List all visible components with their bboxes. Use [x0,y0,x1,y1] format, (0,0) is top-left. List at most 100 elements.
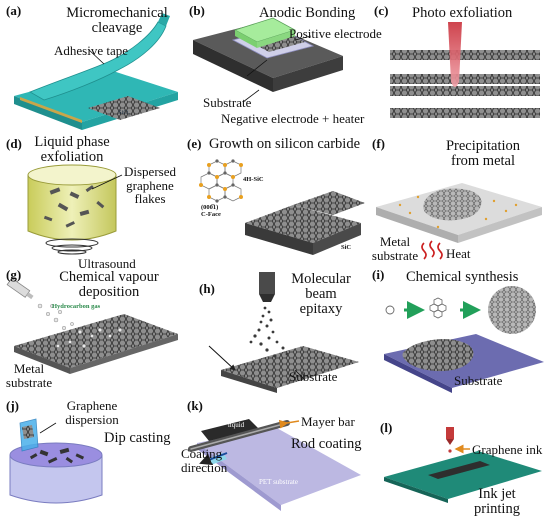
title-line: Ink jet [478,486,516,502]
precipitated-graphene [423,188,482,221]
pet-substrate [197,427,361,505]
label-line: Coating [181,446,223,461]
coating-direction-arrow [199,452,228,466]
label-line: Metal [13,361,45,376]
dispersed-flakes [43,185,105,228]
heat-waves [421,240,443,260]
label-graphene-dispersion: Graphene dispersion [56,399,128,426]
label-positive-electrode: Positive electrode [289,26,382,41]
label-line: Dispersed [124,164,176,179]
label-line: Graphene [66,398,118,413]
panel-title: Ink jet printing [462,486,532,518]
label-metal-substrate: Metal substrate [2,362,56,389]
label-line: liquid [227,421,245,430]
panel-a-micromechanical-cleavage: (a) Micromechanical cleavage Adhesive ta… [0,0,183,131]
title-line: epitaxy [299,301,343,318]
ultrasound-waves [45,238,99,255]
label-line: (000̅1) [201,204,219,211]
panel-h-mbe: (h) Molecular beam epitaxy Substrate [183,262,366,393]
dish-wall [9,455,103,504]
label-coated-liquid: Coated liquid [221,414,251,430]
si-atoms [199,163,243,199]
panel-letter: (g) [6,267,22,282]
dish-liquid [9,442,103,468]
label-substrate: Substrate [289,369,338,384]
label-mayer-bar: Mayer bar [301,414,355,429]
panel-d-liquid-phase-exfoliation: (d) Liquid phase exfoliation Dispersed g… [0,131,183,270]
panel-j-dip-casting: (j) Graphene dispersion Dip casting [0,393,183,524]
label-substrate: Substrate [203,95,252,110]
label-line: C-Face [201,210,221,218]
teal-substrate-top [14,70,178,122]
graphene-layer-bottom [390,108,540,118]
precipitation-illustration [376,183,542,260]
c-atoms [207,159,235,203]
label-hydrocarbon-gas: Hydrocarbon gas [52,303,101,310]
title-line: Molecular [291,271,351,287]
panel-title: Rod coating [291,436,362,452]
panel-l-ink-jet-printing: (l) Graphene ink Ink jet printing [366,393,549,524]
label-coating-direction: Coating direction [181,447,227,474]
title-line: from metal [450,153,516,170]
title-line: printing [474,501,520,518]
label-line: direction [181,459,228,475]
title-line: exfoliation [40,149,104,166]
sic-crystal-lattice [200,160,242,202]
label-sic: SiC [341,244,352,251]
label-ultrasound: Ultrasound [78,256,136,271]
label-line: Metal [379,234,411,249]
cvd-illustration [6,277,178,374]
photo-exfoliation-illustration [390,22,540,118]
panel-b-anodic-bonding: (b) Anodic Bonding Positive electrode Su… [183,0,382,131]
panel-letter: (c) [374,3,389,18]
label-pet-substrate: PET substrate [259,478,298,486]
graphene-layer-top [390,50,540,60]
label-line: flakes [134,191,166,207]
panel-letter: (j) [6,398,19,413]
rod-coating-illustration [188,419,361,511]
title-line: cleavage [91,20,143,37]
title-line: Chemical vapour [59,269,159,285]
small-aromatic-molecule [429,297,447,319]
panel-title: Precipitation from metal [428,138,538,170]
beaker-top [27,164,117,186]
teal-substrate-side [14,96,82,130]
panel-f-precipitation-from-metal: (f) Precipitation from metal Metal subst… [366,131,549,262]
panel-letter: (k) [187,398,203,413]
label-line: substrate [371,247,419,263]
panel-letter: (i) [372,267,385,282]
panel-c-photo-exfoliation: (c) Photo exfoliation [366,0,549,131]
panel-i-chemical-synthesis: (i) Chemical synthesis Substrate [366,262,549,393]
panel-title: Photo exfoliation [412,5,513,21]
title-line: Precipitation [445,138,521,154]
label-line: substrate [5,374,53,390]
mbe-substrate [221,346,359,388]
label-line: dispersion [65,411,119,427]
label-negative-electrode: Negative electrode + heater [221,111,365,126]
gas-nozzle [6,277,34,300]
chemical-synthesis-illustration [384,286,544,393]
panel-title: Chemical vapour deposition [44,269,174,301]
panel-letter: (d) [6,136,22,151]
graphene-flake [88,96,160,120]
label-dispersed-flakes: Dispersed graphene flakes [118,165,182,206]
title-line: deposition [78,284,140,301]
carbon-atoms [398,195,518,229]
mbe-illustration [208,272,359,393]
molecular-beam-particles [249,306,289,358]
panel-title: Anodic Bonding [259,5,356,21]
panel-k-rod-coating: (k) Coated liquid Mayer bar Rod coating … [181,393,366,524]
graphene-layer-middle [390,74,540,84]
label-metal-substrate: Metal substrate [370,235,420,262]
label-line: Coated [226,414,246,422]
panel-letter: (h) [199,281,215,296]
cvd-metal-substrate [14,314,178,368]
panel-letter: (b) [189,3,205,18]
title-line: beam [305,286,337,303]
dispersed-flakes [29,447,85,464]
panel-title: Micromechanical cleavage [62,5,172,37]
panel-g-cvd: (g) Chemical vapour deposition Hydrocarb… [0,262,183,393]
label-c-face: (000̅1) C-Face [201,204,221,219]
printed-graphene-line [428,461,490,479]
